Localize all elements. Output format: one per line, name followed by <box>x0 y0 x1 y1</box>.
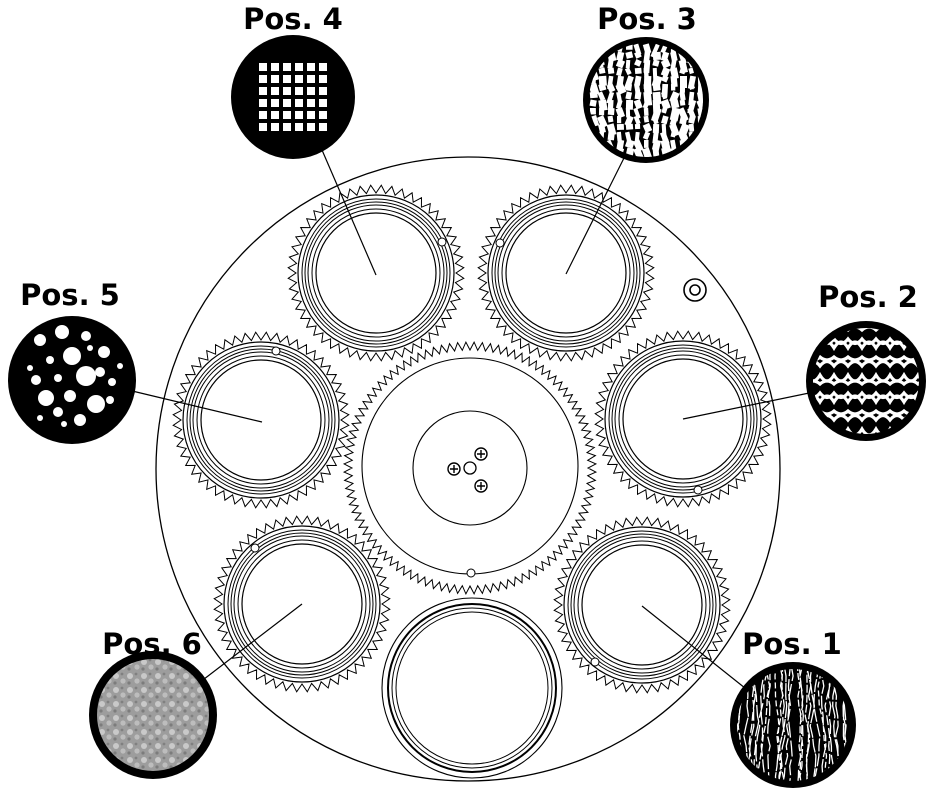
leader-line-pos3 <box>565 149 629 275</box>
gobo-pos4-square-grid <box>231 35 355 159</box>
open-position <box>381 597 563 779</box>
index-marker-icon <box>683 278 707 302</box>
gobo-pos3-broken-tiles <box>583 37 709 163</box>
alignment-hole <box>466 568 476 578</box>
leader-line-pos1 <box>641 605 761 701</box>
hub-screw <box>447 462 461 476</box>
wheel-outline <box>155 156 781 782</box>
gobo-pos6-frosted-texture <box>89 651 217 779</box>
label-pos3: Pos. 3 <box>597 2 697 36</box>
leader-line-pos2 <box>682 391 815 420</box>
gobo-holder-pos6 <box>213 515 391 693</box>
leader-lines <box>127 149 815 701</box>
hub-screw <box>474 447 488 461</box>
gobo-holder-pos1 <box>553 516 731 694</box>
gobo-holders <box>172 184 772 694</box>
gobo-pos5-dots <box>8 316 136 444</box>
gobo-holder-pos5 <box>172 331 350 509</box>
gobo-holder-pos4 <box>287 184 465 362</box>
label-pos5: Pos. 5 <box>20 278 120 312</box>
label-pos1: Pos. 1 <box>742 627 842 661</box>
label-pos2: Pos. 2 <box>818 280 918 314</box>
gobo-pos1-vertical-streaks <box>730 662 856 788</box>
center-hub-inner <box>412 410 528 526</box>
leader-line-pos4 <box>321 149 377 276</box>
hub-screw <box>474 479 488 493</box>
gobo-pos2-wavy-lines <box>806 321 926 441</box>
label-pos6: Pos. 6 <box>102 627 202 661</box>
gobo-holder-pos3 <box>477 184 655 362</box>
leader-line-pos6 <box>194 603 303 687</box>
leader-line-pos5 <box>127 389 263 423</box>
gobo-holder-pos2 <box>594 330 772 508</box>
center-hole <box>463 461 477 475</box>
central-gear <box>342 340 598 596</box>
label-pos4: Pos. 4 <box>243 2 343 36</box>
